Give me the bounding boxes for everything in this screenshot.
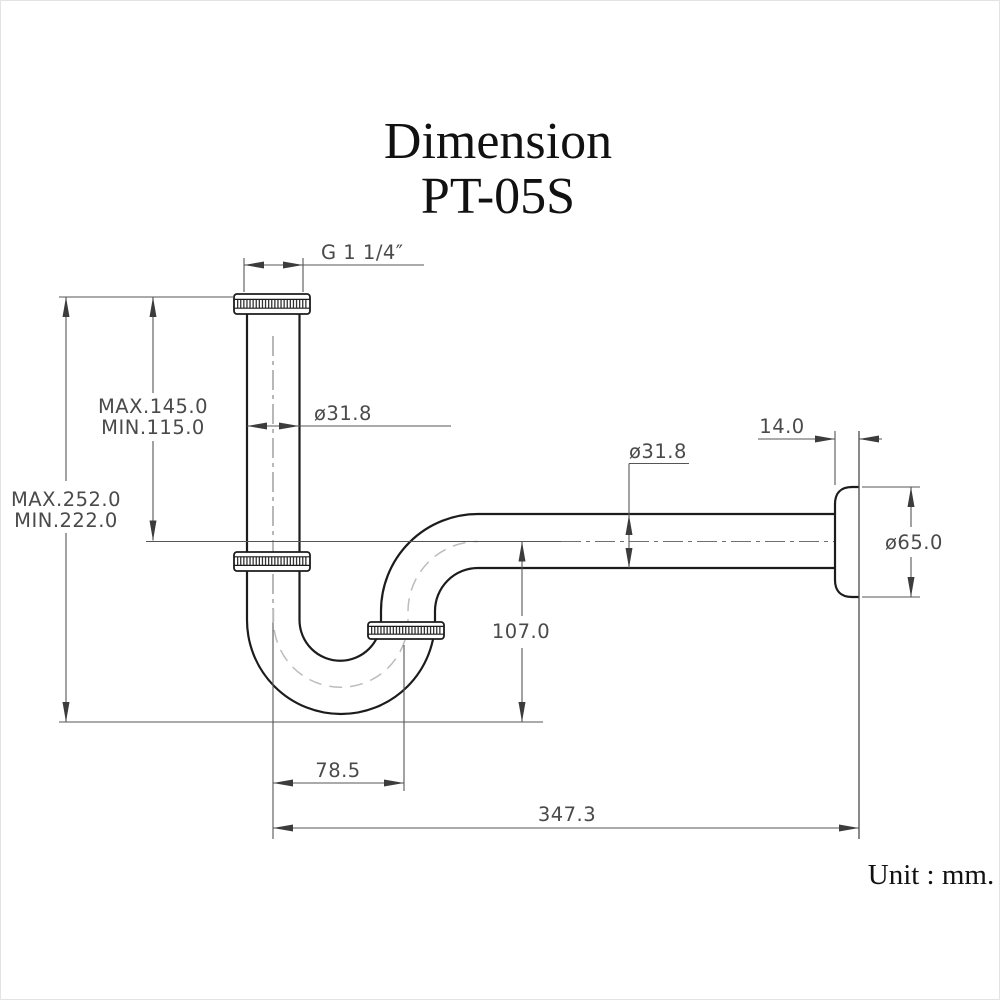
compression-nuts: [233, 293, 445, 640]
arrowhead: [273, 779, 293, 787]
arrowhead: [859, 435, 879, 443]
centerlines: [272, 336, 853, 688]
arrowhead: [625, 548, 633, 568]
arrowhead: [244, 261, 264, 269]
arrowhead: [518, 541, 526, 562]
trap-depth-label: 107.0: [492, 620, 550, 643]
arrowhead: [62, 297, 70, 317]
dim-trap-depth: 107.0: [492, 541, 550, 722]
dim-inlet-diameter: ø31.8: [247, 402, 451, 430]
arrowhead: [518, 702, 526, 722]
arrowhead: [279, 422, 299, 430]
wall-flange: [833, 485, 859, 599]
arrowhead: [625, 515, 633, 535]
flange-depth-label: 14.0: [759, 415, 804, 438]
dim-trap-offset: 78.5: [273, 645, 405, 791]
dim-overall-length: 347.3: [272, 623, 859, 839]
trap-flow-centerline: [272, 540, 479, 688]
unit-note: Unit : mm.: [868, 859, 994, 891]
dim-thread-size: G 1 1/4″: [243, 241, 424, 292]
arrowhead: [839, 824, 859, 832]
overall-length-label: 347.3: [538, 803, 596, 826]
outlet-diameter-label: ø31.8: [629, 440, 687, 463]
trap-outer-wall: [245, 314, 836, 716]
overall-height-max-label: MAX.252.0: [11, 488, 121, 511]
inlet-lower-nut: [233, 551, 311, 572]
arrowhead: [384, 779, 404, 787]
arrowhead: [273, 824, 293, 832]
flange-diameter-label: ø65.0: [885, 531, 943, 554]
outlet-arm-nut: [367, 621, 445, 640]
arrowhead: [907, 487, 915, 507]
trap-inner-wall: [298, 314, 836, 662]
arrowhead: [283, 261, 303, 269]
drawing-title: Dimension: [384, 113, 612, 170]
inlet-length-max-label: MAX.145.0: [98, 395, 208, 418]
arrowhead: [815, 435, 835, 443]
arrowhead: [247, 422, 267, 430]
drawing-model-number: PT-05S: [421, 168, 575, 225]
thread-size-label: G 1 1/4″: [321, 241, 404, 264]
inlet-length-min-label: MIN.115.0: [101, 416, 205, 439]
inlet-top-nut: [233, 293, 311, 315]
title-block: Dimension PT-05S: [384, 113, 612, 225]
arrowhead: [62, 702, 70, 722]
overall-height-min-label: MIN.222.0: [14, 509, 118, 532]
dimension-annotations: G 1 1/4″ MAX.252.0 MIN.222.0 MAX.145.0 M…: [11, 241, 943, 839]
dim-overall-height: MAX.252.0 MIN.222.0: [11, 297, 121, 722]
dim-flange-diameter: ø65.0: [862, 486, 943, 598]
inlet-diameter-label: ø31.8: [314, 402, 372, 425]
dim-flange-depth: 14.0: [758, 415, 882, 485]
trap-offset-label: 78.5: [315, 759, 360, 782]
arrowhead: [907, 577, 915, 597]
dim-inlet-length: MAX.145.0 MIN.115.0: [98, 297, 208, 541]
arrowhead: [149, 520, 157, 541]
dim-outlet-diameter: ø31.8: [625, 440, 689, 568]
arrowhead: [149, 297, 157, 317]
trap-body: [245, 314, 859, 716]
